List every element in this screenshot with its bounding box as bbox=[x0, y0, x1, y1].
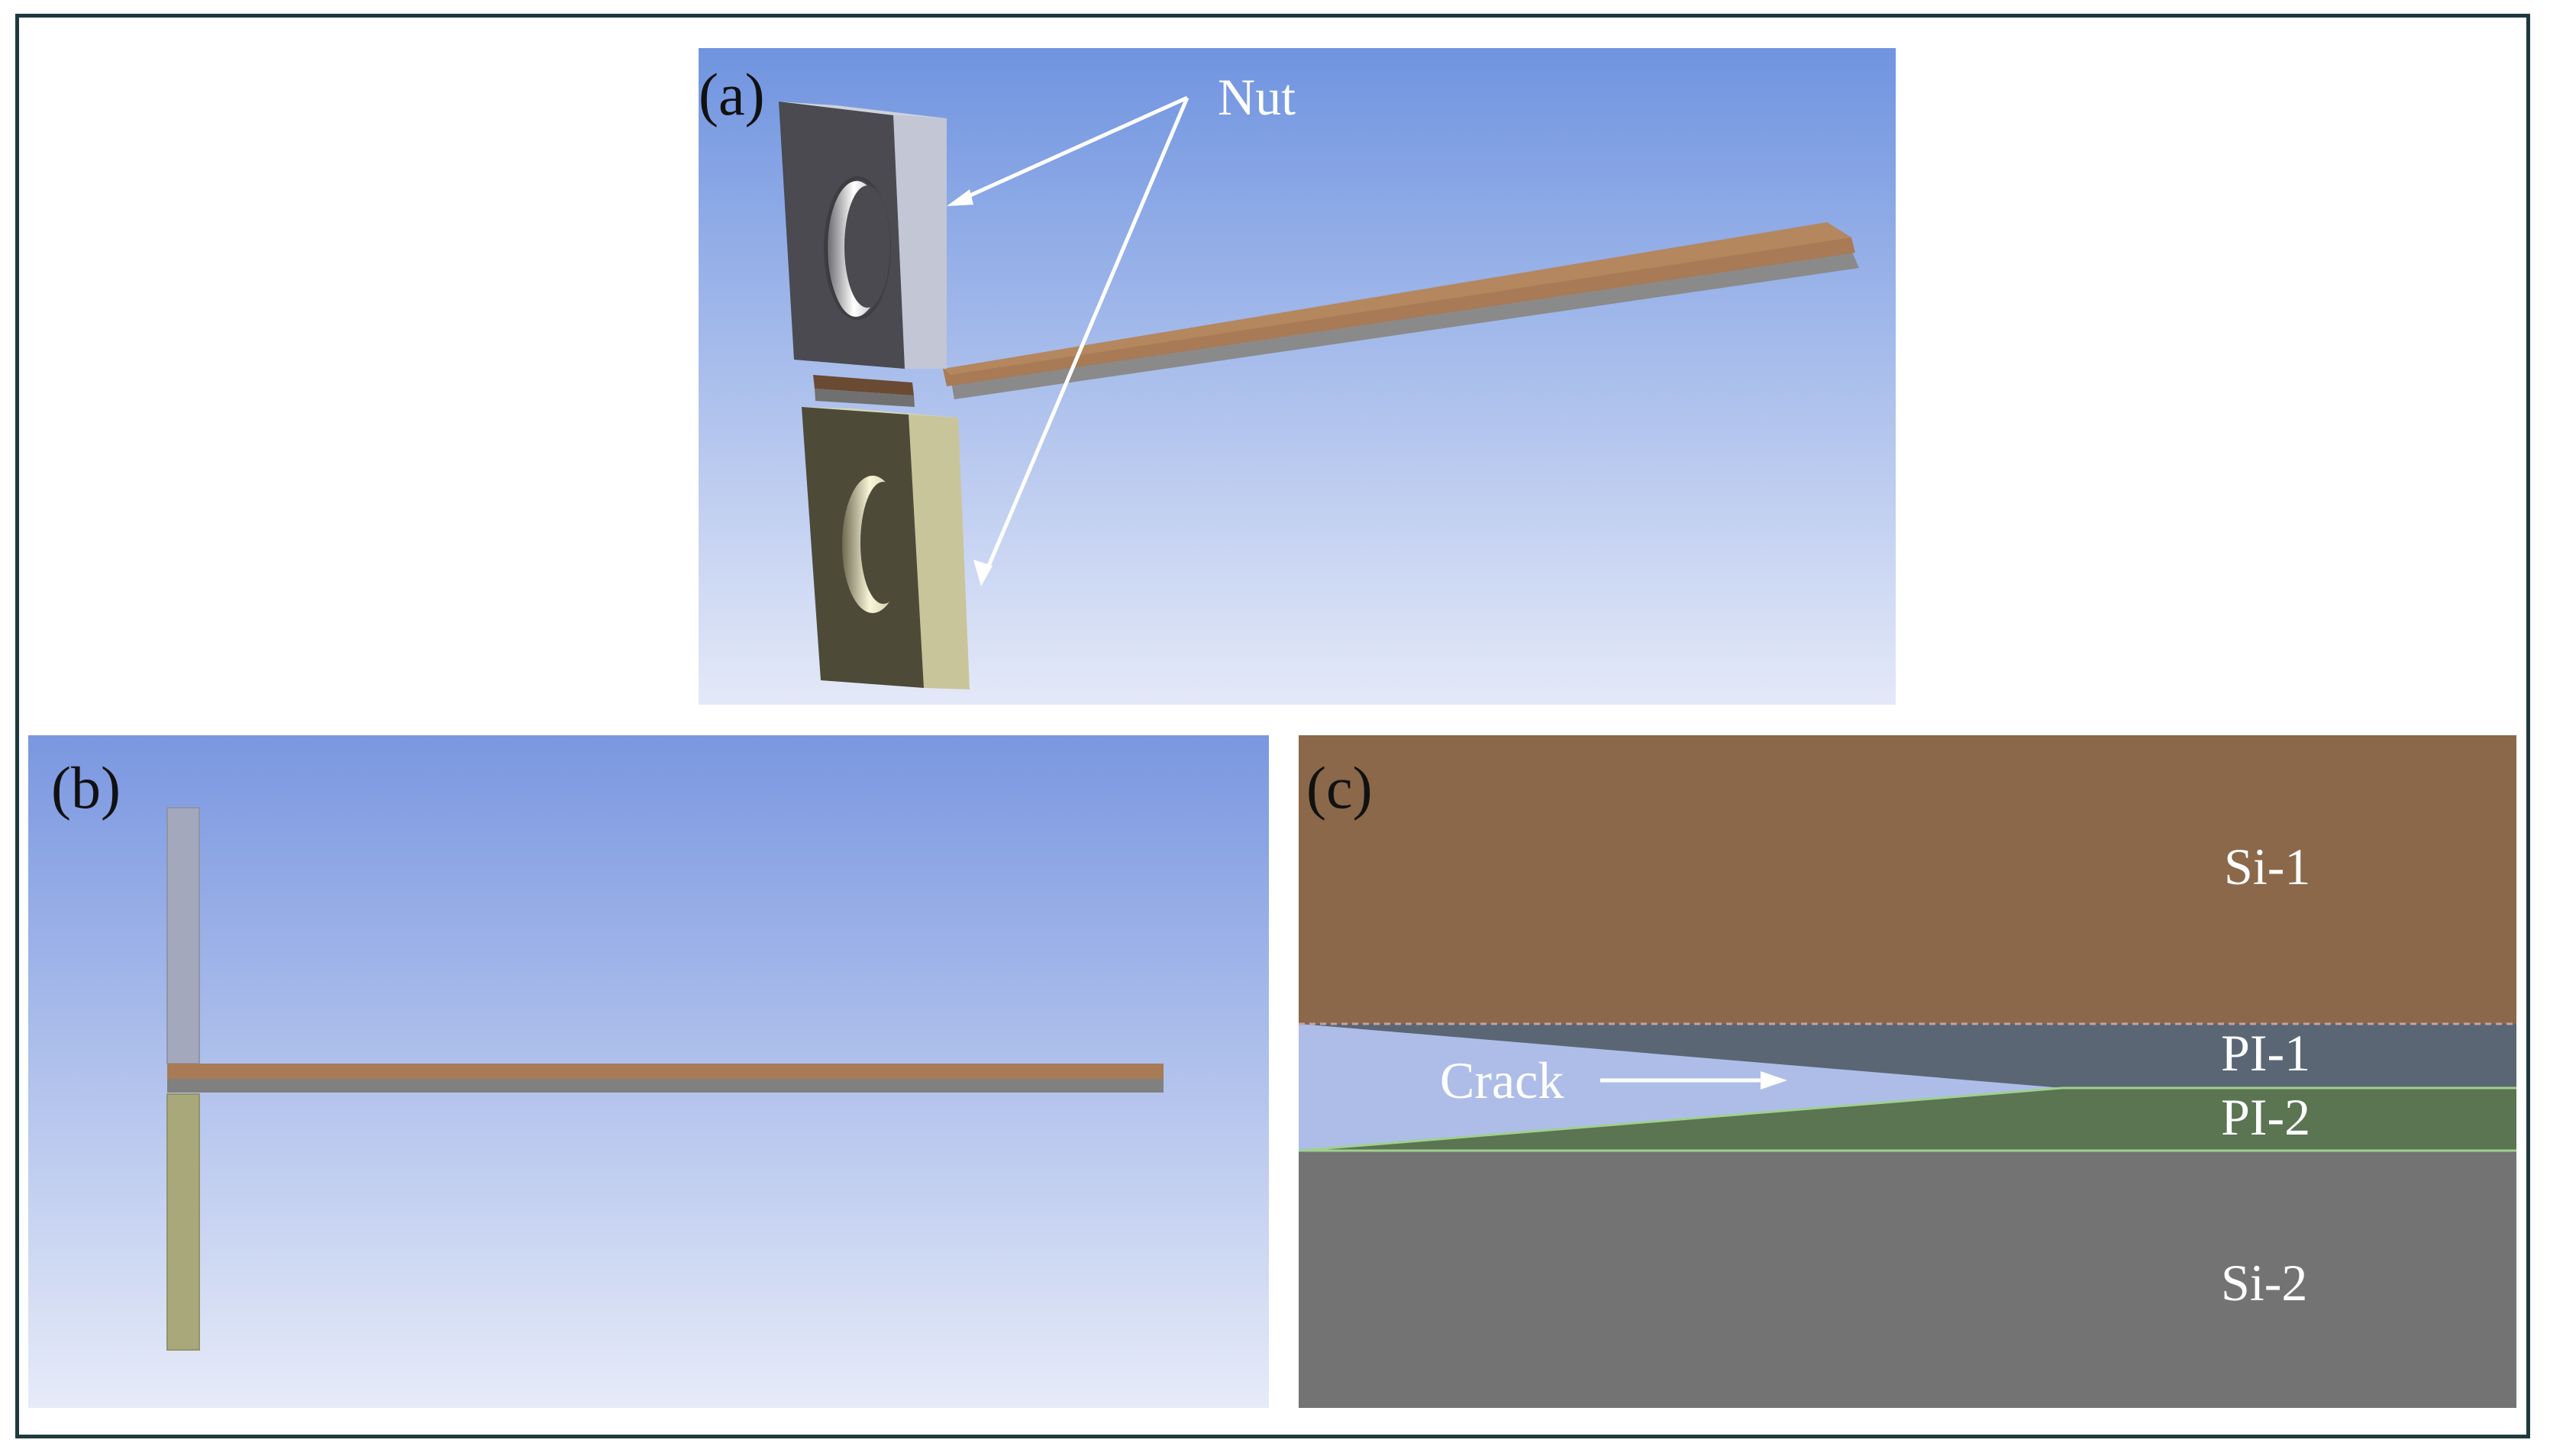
plate-gray-small bbox=[815, 389, 915, 407]
bottom-nut bbox=[802, 407, 970, 689]
panel-a-drawing bbox=[699, 48, 1896, 705]
panel-b-label: (b) bbox=[51, 754, 121, 821]
layer-label-si-2: Si-2 bbox=[2221, 1254, 2308, 1312]
nut-callout-label: Nut bbox=[1218, 68, 1296, 126]
layer-label-pi-2: PI-2 bbox=[2221, 1088, 2311, 1146]
strip-gray-layer bbox=[951, 250, 1859, 399]
crack-wedge bbox=[1299, 1024, 2062, 1151]
crack-label: Crack bbox=[1440, 1051, 1564, 1109]
crack-arrow bbox=[1600, 1071, 1787, 1090]
panel-a-label: (a) bbox=[699, 61, 765, 128]
layer-si-2 bbox=[1299, 1151, 2516, 1408]
top-nut bbox=[779, 102, 947, 369]
plate-copper-small bbox=[813, 375, 914, 395]
strip-copper-layer bbox=[943, 237, 1855, 386]
nut-callout-arrows bbox=[947, 95, 1189, 586]
panel-b-side-view: (b) bbox=[28, 735, 1269, 1408]
bottom-nut-side bbox=[166, 1093, 200, 1351]
panel-b-drawing bbox=[28, 735, 1269, 1408]
layer-si-1 bbox=[1299, 735, 2516, 1024]
panel-c-label: (c) bbox=[1306, 754, 1373, 821]
strip-copper-side bbox=[167, 1064, 1164, 1079]
top-nut-side bbox=[166, 807, 200, 1064]
strip-gray-side bbox=[167, 1079, 1164, 1093]
panel-c-drawing bbox=[1299, 735, 2516, 1408]
layer-label-si-1: Si-1 bbox=[2224, 838, 2311, 896]
strip-copper-top-face bbox=[943, 222, 1851, 375]
crack-edge-lower bbox=[1299, 1086, 2063, 1152]
panel-a-3d-view: (a) Nut bbox=[699, 48, 1896, 705]
layer-label-pi-1: PI-1 bbox=[2221, 1024, 2311, 1082]
panel-c-cross-section: (c) Si-1 PI-1 PI-2 Si-2 Crack bbox=[1299, 735, 2516, 1408]
